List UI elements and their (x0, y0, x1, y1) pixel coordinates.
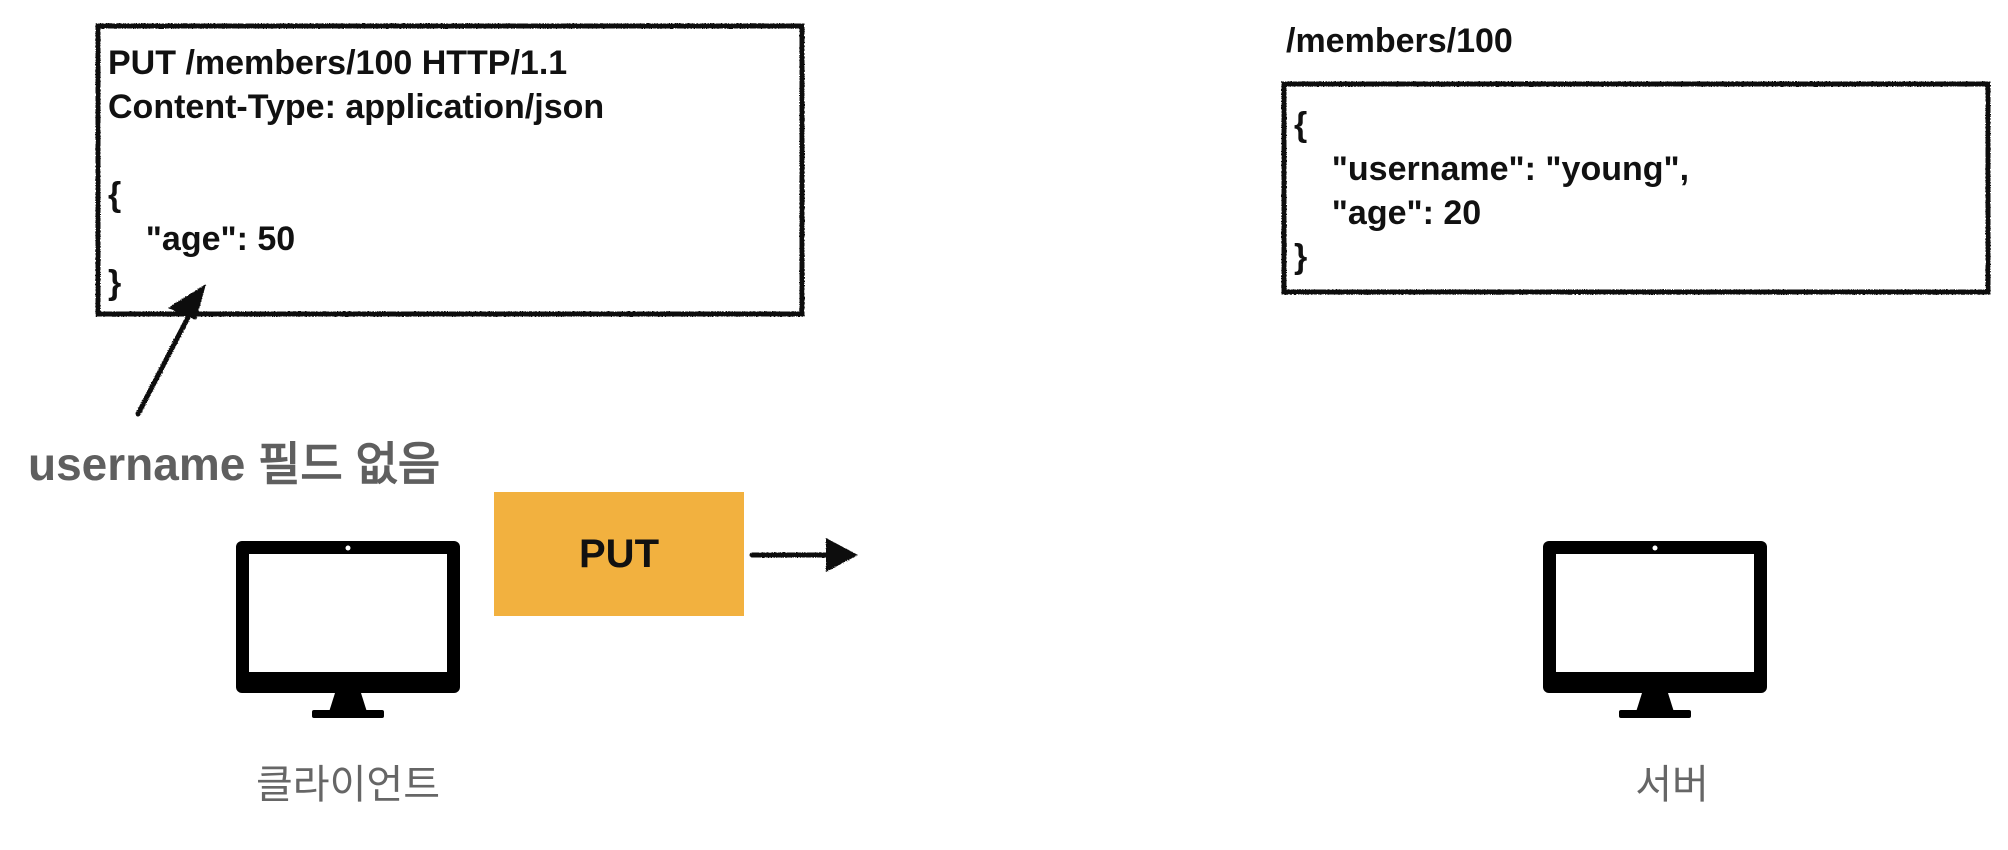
body-close-brace: } (108, 264, 122, 302)
server-resource-json: { "username": "young", "age": 20 } (1294, 103, 1689, 279)
request-box (95, 23, 805, 317)
body-age-field: "age": 50 (108, 220, 296, 258)
server-label: 서버 (1635, 763, 1709, 807)
server-monitor-icon (1543, 541, 1767, 718)
client-label: 클라이언트 (256, 763, 440, 807)
body-open-brace: { (108, 176, 122, 214)
annotation-arrow (135, 284, 206, 417)
resource-open-brace: { (1294, 106, 1308, 144)
request-message: PUT /members/100 HTTP/1.1 Content-Type: … (108, 41, 604, 305)
client-monitor-icon (236, 541, 460, 718)
direction-arrow (749, 538, 858, 572)
server-resource-box (1281, 81, 1991, 295)
put-method-box: PUT (494, 492, 744, 616)
missing-field-annotation: username 필드 없음 (28, 438, 441, 490)
put-method-label: PUT (579, 531, 659, 576)
resource-close-brace: } (1294, 238, 1308, 276)
resource-age-field: "age": 20 (1294, 194, 1482, 232)
content-type-header: Content-Type: application/json (108, 88, 605, 126)
resource-username-field: "username": "young", (1294, 150, 1690, 188)
request-line: PUT /members/100 HTTP/1.1 (108, 44, 568, 82)
resource-path-title: /members/100 (1286, 22, 1513, 60)
